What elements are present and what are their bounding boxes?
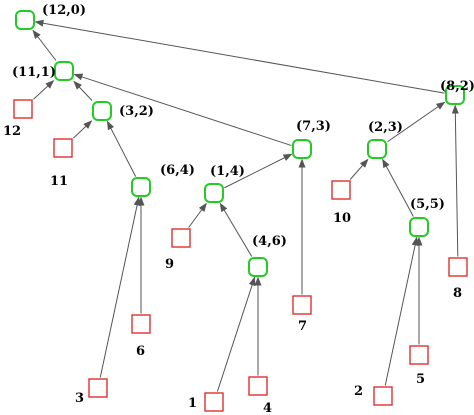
inner-node-label-n1_4: (1,4) [210, 164, 245, 179]
leaf-node-label-l3: 3 [75, 391, 84, 406]
nodes-layer: (12,0) (11,1) (3,2) (6,4) (7,3) (1,4) (4,6) (8,… [3, 3, 474, 415]
leaf-node-label-l1: 1 [188, 396, 197, 411]
leaf-node-l12 [13, 99, 33, 119]
inner-node-n1_4 [204, 183, 224, 203]
leaf-node-l8 [448, 257, 468, 277]
leaf-node-label-l12: 12 [3, 124, 21, 139]
edge-l8-to-n8_2 [451, 104, 459, 257]
edge-n2_3-to-n8_2 [387, 101, 446, 143]
leaf-node-label-l10: 10 [333, 211, 351, 226]
edge-n11_1-to-n12_0 [32, 29, 57, 61]
inner-node-label-n5_5: (5,5) [410, 197, 445, 212]
leaf-node-l11 [53, 138, 73, 158]
inner-node-n7_3 [292, 139, 312, 159]
leaf-node-l3 [88, 378, 108, 398]
leaf-node-l10 [331, 180, 351, 200]
inner-node-label-n7_3: (7,3) [296, 119, 331, 134]
edge-l12-to-n11_1 [33, 80, 55, 100]
edge-l3-to-n6_4 [99, 196, 141, 378]
inner-node-label-n12_0: (12,0) [42, 3, 86, 18]
edge-l2-to-n5_5 [384, 236, 419, 386]
inner-node-label-n11_1: (11,1) [12, 65, 56, 80]
leaf-node-label-l8: 8 [453, 286, 462, 301]
leaf-node-label-l5: 5 [416, 372, 425, 387]
leaf-node-label-l7: 7 [298, 319, 307, 334]
edge-l1-to-n4_6 [216, 276, 256, 392]
edge-n5_5-to-n2_3 [382, 158, 414, 217]
inner-node-label-n4_6: (4,6) [252, 234, 287, 249]
edge-l9-to-n1_4 [188, 202, 207, 228]
inner-node-label-n8_2: (8,2) [440, 79, 474, 94]
leaf-node-label-l11: 11 [50, 174, 68, 189]
edge-n4_6-to-n1_4 [219, 202, 253, 257]
edge-n1_4-to-n7_3 [224, 153, 293, 189]
leaf-node-l9 [171, 228, 191, 248]
inner-node-label-n6_4: (6,4) [160, 163, 195, 178]
inner-node-n11_1 [54, 61, 74, 81]
inner-node-n3_2 [92, 101, 112, 121]
inner-node-n8_2 [445, 85, 465, 105]
edge-l10-to-n2_3 [349, 158, 369, 180]
leaf-node-l1 [204, 392, 224, 412]
edge-n3_2-to-n11_1 [73, 80, 93, 101]
leaf-node-l2 [373, 386, 393, 406]
edges-layer [32, 19, 459, 392]
inner-node-label-n2_3: (2,3) [368, 120, 403, 135]
leaf-node-l7 [292, 295, 312, 315]
edge-n8_2-to-n12_0 [34, 19, 445, 94]
leaf-node-l6 [131, 314, 151, 334]
leaf-node-label-l4: 4 [263, 401, 272, 415]
inner-node-n12_0 [15, 10, 35, 30]
leaf-node-label-l9: 9 [165, 257, 174, 272]
inner-node-label-n3_2: (3,2) [119, 104, 154, 119]
inner-node-n6_4 [131, 177, 151, 197]
edge-n7_3-to-n11_1 [73, 73, 292, 147]
leaf-node-l4 [248, 376, 268, 396]
inner-node-n2_3 [367, 139, 387, 159]
inner-node-n4_6 [248, 257, 268, 277]
leaf-node-label-l2: 2 [354, 384, 363, 399]
edge-n6_4-to-n3_2 [106, 120, 137, 177]
inner-node-n5_5 [409, 217, 429, 237]
leaf-node-label-l6: 6 [136, 344, 145, 359]
leaf-node-l5 [409, 345, 429, 365]
edge-l11-to-n3_2 [73, 120, 93, 139]
